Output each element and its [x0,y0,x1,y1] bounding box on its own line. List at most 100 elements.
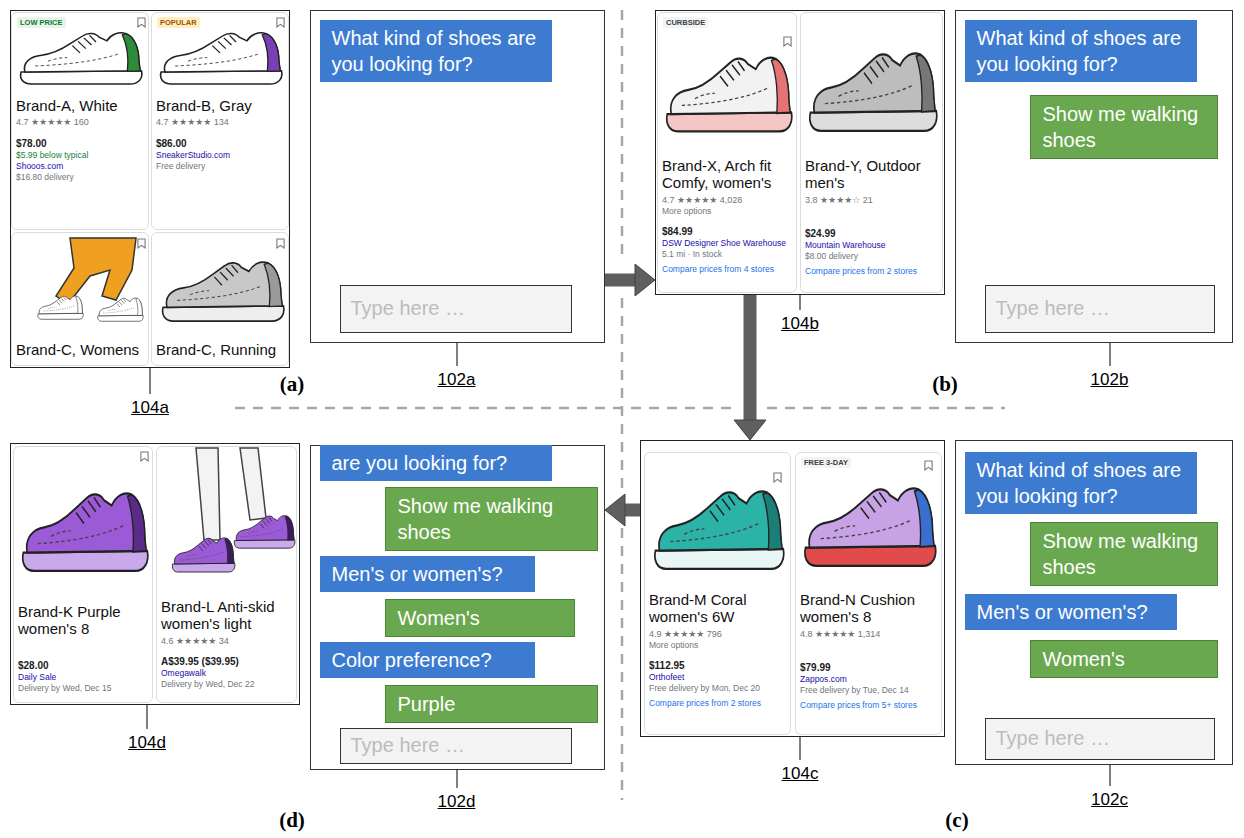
detail-text: $8.00 delivery [805,251,938,262]
arrow-shaft [605,274,635,287]
store-link: DSW Designer Shoe Warehouse [662,238,792,249]
product-panel: 104cBrand-M Coral women's 6W4.9 ★★★★★ 79… [640,440,945,737]
product-title: Brand-K Purple women's 8 [18,603,148,638]
callout-number: 102d [438,792,476,812]
flow-arrow [605,264,655,296]
user-bubble: Women's [385,599,575,637]
compare-link: Compare prices from 5+ stores [800,700,937,711]
product-card: FREE 3-DAY Brand-N Cushion women's 8 4.8 ★… [795,452,942,735]
assistant-bubble: What kind of shoes are you looking for? [965,20,1197,82]
product-title: Brand-X, Arch fit Comfy, women's [662,157,792,192]
message-text: What kind of shoes are you looking for? [977,25,1185,77]
message-text: What kind of shoes are you looking for? [977,457,1185,509]
rating-text: 4.7 ★★★★★ 134 [156,117,284,129]
shoe-drawing [810,53,937,131]
shoe-drawing [655,491,784,569]
product-card: CURBSIDEBrand-X, Arch fit Comfy, women's… [657,12,797,293]
leader-line [1110,765,1111,786]
shoe-drawing [163,262,284,321]
detail-text: More options [662,206,792,217]
compare-link: Compare prices from 2 stores [649,698,786,709]
bookmark-icon [925,461,932,470]
arrow-shaft [744,295,757,420]
separator-line [767,407,1005,410]
detail-text: Free delivery by Tue, Dec 14 [800,685,937,696]
bookmark-icon [277,18,284,27]
product-panel: 104dBrand-K Purple women's 8$28.00Daily … [10,443,300,705]
leader-lines [147,295,1110,788]
callout-number: 104b [781,314,819,334]
rating-text: 4.8 ★★★★★ 1,314 [800,629,937,641]
leader-line [147,705,148,729]
placeholder-text: Type here … [996,719,1204,758]
bookmark-icon [277,239,284,248]
shoe-drawing [21,33,142,84]
product-card: Brand-C, Running [151,232,289,366]
product-card: Brand-L Anti-skid women's light4.6 ★★★★★… [156,446,297,703]
shoe-drawing [38,296,83,319]
product-card: Brand-C, Womens [11,232,149,366]
message-text: Men's or women's? [332,561,523,587]
price-text: $28.00 [18,659,148,672]
badge-label: FREE 3-DAY [801,457,851,468]
message-text: Show me walking shoes [1043,101,1205,153]
message-text: are you looking for? [332,450,540,476]
shoe-drawing [23,493,148,571]
product-title: Brand-B, Gray [156,97,284,114]
arrow-head [734,420,766,440]
store-link: Orthofeet [649,672,786,683]
placeholder-text: Type here … [351,729,561,762]
separator-line [621,528,624,800]
shoe-drawing [234,516,295,549]
callout-number: 104d [128,733,166,753]
bookmark-icon [141,452,148,461]
shoe-drawing [161,33,282,84]
detail-text: More options [649,640,786,651]
product-title: Brand-N Cushion women's 8 [800,591,937,626]
price-text: $24.99 [805,227,938,240]
product-title: Brand-L Anti-skid women's light [161,598,292,633]
callout-number: 102c [1091,790,1128,810]
compare-link: Compare prices from 4 stores [662,264,792,275]
detail-text: Free delivery by Mon, Dec 20 [649,683,786,694]
panel-letter: (d) [279,808,305,833]
separator-line [621,10,624,262]
arrow-head [605,494,625,526]
price-text: $79.99 [800,661,937,674]
product-title: Brand-C, Womens [16,341,144,358]
product-title: Brand-C, Running [156,341,284,358]
detail-text: Free delivery [156,161,284,172]
assistant-bubble: Color preference? [320,642,535,678]
leader-line [800,737,801,760]
text-input: Type here … [340,285,572,333]
assistant-bubble: What kind of shoes are you looking for? [965,452,1197,514]
chat-panel: 102dare you looking for?Show me walking … [310,445,605,770]
leader-line [150,368,151,394]
price-text: $78.00 [16,137,144,150]
rating-text: 4.7 ★★★★★ 160 [16,117,144,129]
leader-line [1110,343,1111,366]
message-text: Men's or women's? [977,599,1165,625]
leader-line [800,295,801,310]
placeholder-text: Type here … [996,286,1204,331]
panel-letter: (a) [280,372,305,397]
user-bubble: Show me walking shoes [1030,95,1218,159]
arrow-shaft [625,504,640,517]
message-text: Show me walking shoes [1043,528,1205,580]
price-text: A$39.95 ($39.95) [161,655,292,668]
message-text: Color preference? [332,647,523,673]
message-text: What kind of shoes are you looking for? [332,25,540,77]
product-title: Brand-A, White [16,97,144,114]
compare-link: Compare prices from 2 stores [805,266,938,277]
store-link: Omegawalk [161,668,292,679]
separator-line [621,298,624,492]
price-text: $84.99 [662,225,792,238]
leg-drawing [240,448,266,520]
leader-line [457,343,458,366]
product-card: Brand-K Purple women's 8$28.00Daily Sale… [13,446,153,703]
panel-letter: (c) [945,808,968,833]
message-text: Women's [1043,646,1205,672]
callout-number: 102a [438,370,476,390]
callout-number: 104a [131,398,169,418]
product-panel: 104aLOW PRICEBrand-A, White4.7 ★★★★★ 160… [10,10,290,368]
